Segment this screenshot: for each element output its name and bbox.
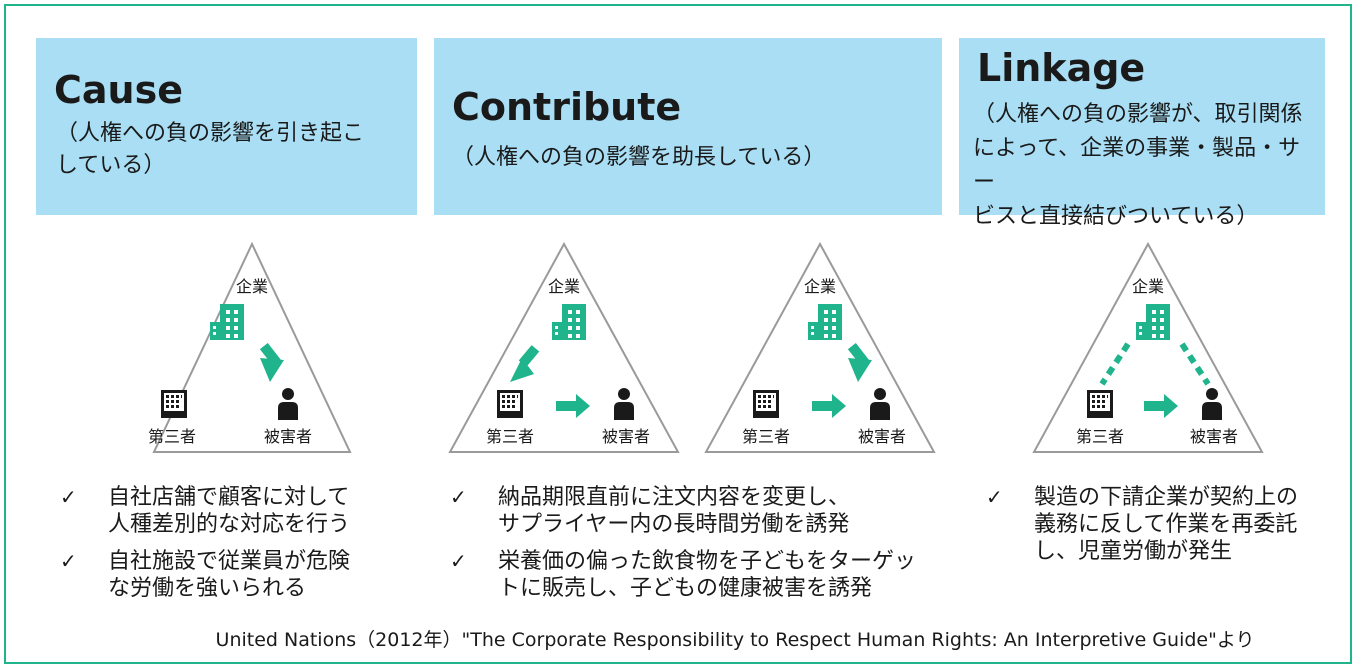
check-item: ✓ 栄養価の偏った飲食物を子どもをターゲッ トに販売し、子どもの健康被害を誘発 [450, 548, 940, 602]
company-label: 企業 [236, 277, 268, 296]
company-building-icon [1136, 304, 1170, 340]
victim-person-icon [278, 388, 298, 420]
third-party-label: 第三者 [486, 427, 534, 446]
third-party-building-icon [753, 390, 779, 418]
third-party-label: 第三者 [148, 427, 196, 446]
triangle-outline [448, 241, 680, 453]
victim-label: 被害者 [602, 427, 650, 446]
contribute-header: Contribute （人権への負の影響を助長している） [434, 38, 942, 215]
check-text: 自社店舗で顧客に対して 人種差別的な対応を行う [108, 485, 351, 537]
arrow-third-to-victim-icon [1144, 394, 1178, 418]
check-text: 納品期限直前に注文内容を変更し、 サプライヤー内の長時間労働を誘発 [498, 485, 851, 537]
check-item: ✓ 製造の下請企業が契約上の 義務に反して作業を再委託 し、児童労働が発生 [986, 484, 1336, 565]
check-mark-icon: ✓ [60, 549, 77, 573]
arrow-company-to-victim-icon [259, 343, 284, 382]
contribute-subtitle: （人権への負の影響を助長している） [452, 145, 826, 170]
company-label: 企業 [804, 277, 836, 296]
cause-header: Cause （人権への負の影響を引き起こ している） [36, 38, 417, 215]
check-mark-icon: ✓ [986, 485, 1003, 509]
linkage-title: Linkage [977, 46, 1146, 90]
check-text: 栄養価の偏った飲食物を子どもをターゲッ トに販売し、子どもの健康被害を誘発 [498, 549, 917, 601]
linkage-header: Linkage （人権への負の影響が、取引関係 によって、企業の事業・製品・サー… [959, 38, 1325, 229]
victim-person-icon [614, 388, 634, 420]
third-party-label: 第三者 [742, 427, 790, 446]
check-mark-icon: ✓ [450, 549, 467, 573]
cause-checklist: ✓ 自社店舗で顧客に対して 人種差別的な対応を行う ✓ 自社施設で従業員が危険 … [60, 484, 420, 612]
arrow-third-to-victim-icon [812, 394, 846, 418]
cause-subtitle: （人権への負の影響を引き起こ している） [56, 121, 365, 178]
victim-label: 被害者 [264, 427, 312, 446]
company-label: 企業 [548, 277, 580, 296]
check-item: ✓ 納品期限直前に注文内容を変更し、 サプライヤー内の長時間労働を誘発 [450, 484, 940, 538]
contribute-diagram-1: 企業 第三者 被害者 [448, 241, 680, 453]
victim-person-icon [1202, 388, 1222, 420]
contribute-title: Contribute [452, 85, 682, 129]
triangle-outline [152, 241, 352, 453]
victim-label: 被害者 [858, 427, 906, 446]
third-party-building-icon [161, 390, 187, 418]
contribute-checklist: ✓ 納品期限直前に注文内容を変更し、 サプライヤー内の長時間労働を誘発 ✓ 栄養… [450, 484, 940, 612]
arrow-company-to-third-party-icon [510, 345, 540, 382]
source-caption: United Nations（2012年）"The Corporate Resp… [215, 629, 1255, 651]
dashed-link-company-third-party [1099, 342, 1131, 386]
company-building-icon [808, 304, 842, 340]
company-building-icon [552, 304, 586, 340]
third-party-building-icon [497, 390, 523, 418]
check-text: 製造の下請企業が契約上の 義務に反して作業を再委託 し、児童労働が発生 [1034, 485, 1299, 564]
linkage-subtitle: （人権への負の影響が、取引関係 によって、企業の事業・製品・サー ビスと直接結び… [973, 102, 1303, 229]
check-text: 自社施設で従業員が危険 な労働を強いられる [108, 549, 351, 601]
victim-person-icon [870, 388, 890, 420]
company-building-icon [210, 304, 244, 340]
triangle-outline [1032, 241, 1264, 453]
linkage-checklist: ✓ 製造の下請企業が契約上の 義務に反して作業を再委託 し、児童労働が発生 [986, 484, 1336, 575]
check-mark-icon: ✓ [60, 485, 77, 509]
check-item: ✓ 自社施設で従業員が危険 な労働を強いられる [60, 548, 420, 602]
company-label: 企業 [1132, 277, 1164, 296]
victim-label: 被害者 [1190, 427, 1238, 446]
third-party-building-icon [1087, 390, 1113, 418]
check-item: ✓ 自社店舗で顧客に対して 人種差別的な対応を行う [60, 484, 420, 538]
cause-diagram: 企業 第三者 被害者 [148, 241, 352, 453]
check-mark-icon: ✓ [450, 485, 467, 509]
arrow-company-to-victim-icon [847, 343, 872, 382]
triangle-outline [704, 241, 936, 453]
dashed-link-company-victim [1179, 342, 1211, 386]
contribute-diagram-2: 企業 第三者 被害者 [704, 241, 936, 453]
cause-title: Cause [54, 68, 183, 112]
arrow-third-to-victim-icon [556, 394, 590, 418]
figure-frame [4, 4, 1352, 664]
third-party-label: 第三者 [1076, 427, 1124, 446]
linkage-diagram: 企業 第三者 被害者 [1032, 241, 1264, 453]
